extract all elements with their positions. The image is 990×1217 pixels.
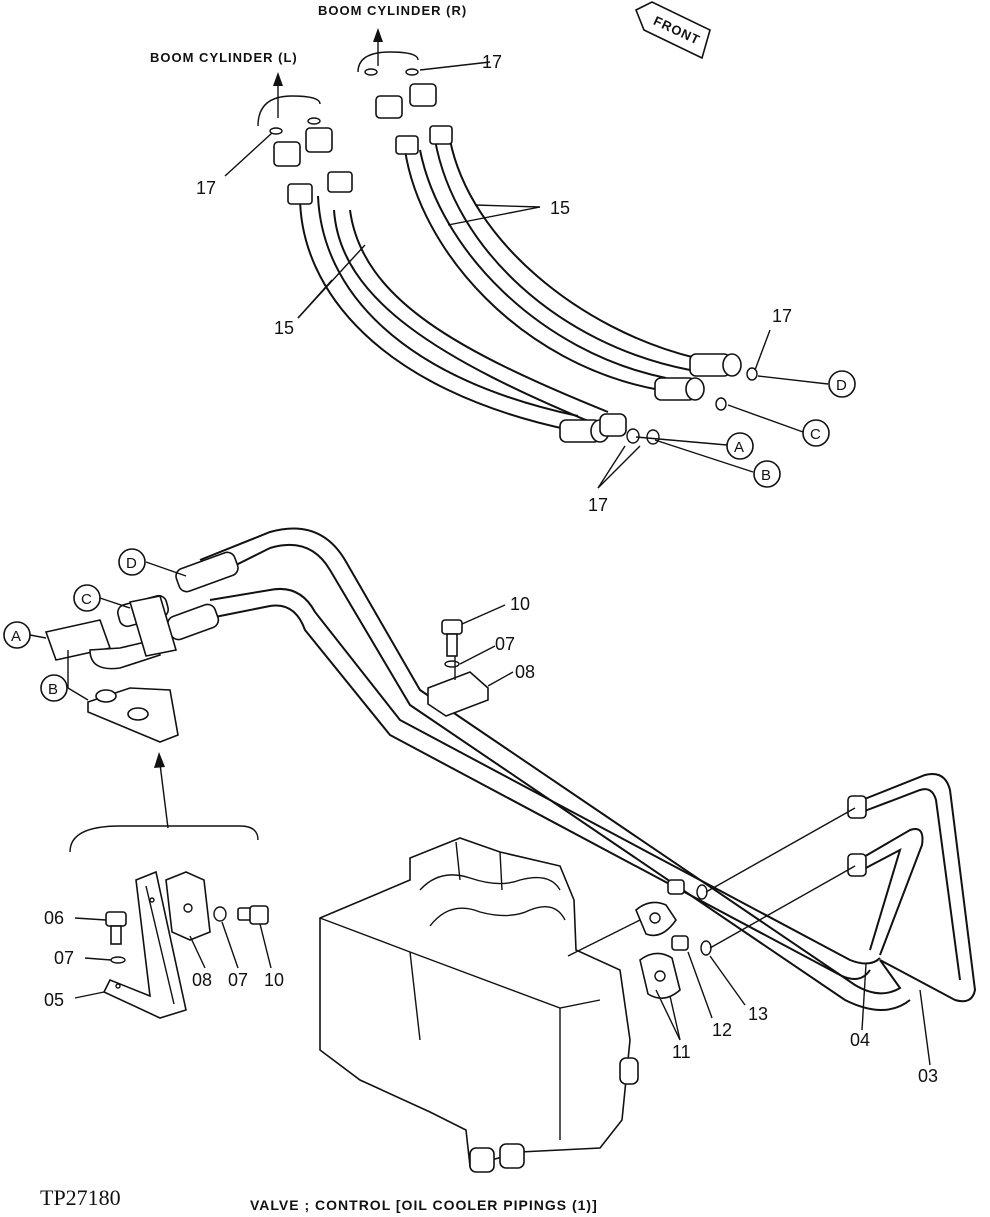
marker-a-left: A xyxy=(3,621,31,649)
callout-07-bottom: 07 xyxy=(228,970,248,990)
callout-12: 12 xyxy=(712,1020,732,1040)
svg-text:A: A xyxy=(734,439,744,456)
callout-03: 03 xyxy=(918,1066,938,1086)
hoses-15 xyxy=(273,83,758,445)
marker-b-top: B xyxy=(753,460,781,488)
marker-d-left: D xyxy=(118,548,146,576)
callout-11: 11 xyxy=(672,1042,691,1062)
boom-cylinder-left-label: BOOM CYLINDER (L) xyxy=(150,50,298,65)
svg-text:C: C xyxy=(81,591,92,608)
callout-04: 04 xyxy=(850,1030,870,1050)
bracket-05-icon xyxy=(102,870,187,1019)
callout-07-left: 07 xyxy=(54,948,74,968)
washer-07-left-icon xyxy=(110,956,126,964)
bolt-12-lower-icon xyxy=(671,935,689,951)
svg-text:D: D xyxy=(126,555,137,572)
callout-17-mid: 17 xyxy=(772,306,792,326)
marker-c-left: C xyxy=(73,584,101,612)
callout-10-top: 10 xyxy=(510,594,530,614)
oil-cooler-pipes xyxy=(199,527,977,1011)
bolt-10-top-icon xyxy=(441,619,463,668)
clamp-08-bottom-icon xyxy=(165,871,211,941)
boom-cylinder-right-label: BOOM CYLINDER (R) xyxy=(318,3,467,18)
pipe-end-fittings xyxy=(44,551,239,743)
callout-15-right: 15 xyxy=(550,198,570,218)
callout-17-bottom: 17 xyxy=(588,495,608,515)
callout-15-left: 15 xyxy=(274,318,294,338)
oring-13-lower-icon xyxy=(700,940,712,956)
flange-11-upper-icon xyxy=(635,901,677,937)
marker-a-top: A xyxy=(726,432,754,460)
drawing-id: TP27180 xyxy=(40,1185,121,1210)
boom-right-arrow-icon xyxy=(357,28,419,73)
control-valve-icon xyxy=(319,837,639,1173)
callout-10-bottom: 10 xyxy=(264,970,284,990)
svg-text:C: C xyxy=(810,426,821,443)
svg-text:B: B xyxy=(761,467,771,484)
diagram-caption: VALVE ; CONTROL [OIL COOLER PIPINGS (1)] xyxy=(250,1197,598,1213)
flange-11-lower-icon xyxy=(639,952,681,999)
callout-17-left: 17 xyxy=(196,178,216,198)
marker-b-left: B xyxy=(40,674,68,702)
pipe-clamp-08 xyxy=(427,652,489,717)
bolt-06-icon xyxy=(105,911,127,945)
callout-08-top: 08 xyxy=(515,662,535,682)
front-arrow-icon: FRONT xyxy=(634,1,711,60)
bolt-12-upper-icon xyxy=(667,879,685,895)
washer-07-bottom-icon xyxy=(213,906,227,922)
callout-17-top: 17 xyxy=(482,52,502,72)
bracket-arrow-icon xyxy=(69,752,259,853)
callout-13: 13 xyxy=(748,1004,768,1024)
boom-left-arrow-icon xyxy=(257,72,321,127)
callout-08-bottom: 08 xyxy=(192,970,212,990)
callout-06: 06 xyxy=(44,908,64,928)
marker-d-top: D xyxy=(828,370,856,398)
callout-05: 05 xyxy=(44,990,64,1010)
callout-07-top: 07 xyxy=(495,634,515,654)
marker-c-top: C xyxy=(802,419,830,447)
svg-text:B: B xyxy=(48,681,58,698)
oring-13-upper-icon xyxy=(696,884,708,900)
bolt-10-bottom-icon xyxy=(237,905,269,925)
svg-text:D: D xyxy=(836,377,847,394)
svg-text:A: A xyxy=(11,628,21,645)
